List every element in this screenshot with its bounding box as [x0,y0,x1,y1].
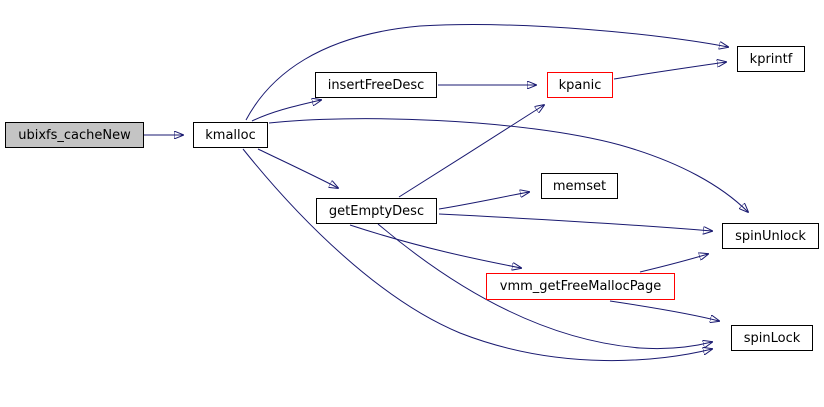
node-kmalloc[interactable]: kmalloc [193,122,268,148]
edge-kmalloc-insertFreeDesc [251,100,321,122]
node-kpanic[interactable]: kpanic [547,72,613,98]
edge-getEmptyDesc-kpanic [398,105,544,198]
node-ubixfs-cachenew: ubixfs_cacheNew [5,122,144,148]
edge-kmalloc-kprintf [245,24,728,121]
node-insertfreedesc[interactable]: insertFreeDesc [315,72,437,98]
node-memset[interactable]: memset [541,173,618,199]
node-ubixfs-cachenew-label: ubixfs_cacheNew [18,127,131,143]
node-getemptydesc-label: getEmptyDesc [328,203,425,219]
edge-kmalloc-getEmptyDesc [257,148,338,188]
node-kmalloc-label: kmalloc [205,127,256,143]
node-insertfreedesc-label: insertFreeDesc [327,77,425,93]
edge-kmalloc-spinLock [242,148,712,362]
node-spinunlock[interactable]: spinUnlock [722,223,819,249]
edge-kmalloc-spinUnlock [268,118,748,212]
node-spinlock-label: spinLock [743,330,801,346]
node-spinlock[interactable]: spinLock [731,325,813,351]
node-vmm-getfreemallocpage[interactable]: vmm_getFreeMallocPage [486,273,675,300]
node-kprintf[interactable]: kprintf [737,46,805,72]
edge-getEmptyDesc-spinUnlock [438,213,712,231]
edge-getEmptyDesc-spinLock [377,223,712,350]
node-kpanic-label: kpanic [558,77,602,93]
edge-vmm_getFreeMallocPage-spinLock [609,300,719,321]
edge-vmm_getFreeMallocPage-spinUnlock [639,254,708,273]
edge-kpanic-kprintf [613,62,726,80]
node-kprintf-label: kprintf [749,51,793,67]
node-getemptydesc[interactable]: getEmptyDesc [316,198,437,224]
node-memset-label: memset [552,178,607,194]
edge-getEmptyDesc-memset [438,192,529,210]
edge-getEmptyDesc-vmm_getFreeMallocPage [349,224,521,268]
node-spinunlock-label: spinUnlock [735,228,806,244]
node-vmm-getfreemallocpage-label: vmm_getFreeMallocPage [499,279,662,294]
